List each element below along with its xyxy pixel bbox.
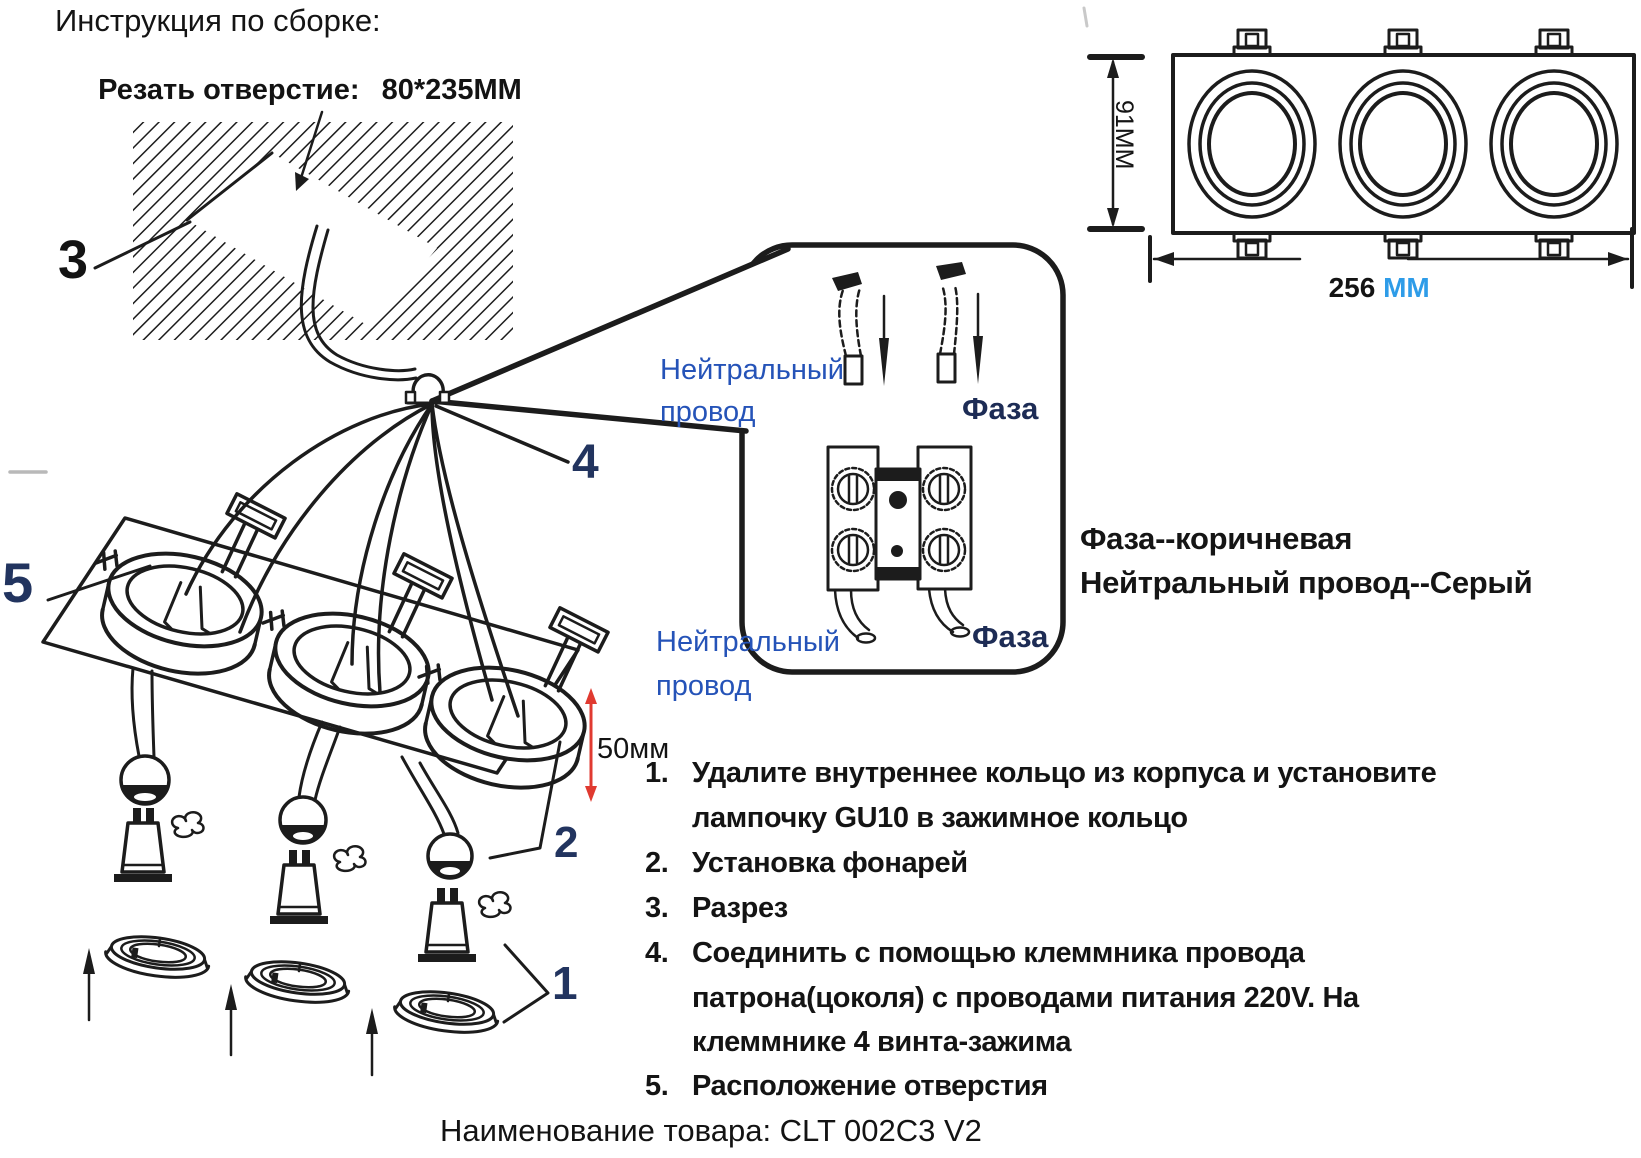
terminal-block — [826, 262, 983, 644]
supply-wire — [299, 224, 418, 382]
stripped-wires — [832, 262, 966, 386]
lamp-wires-fan — [184, 402, 570, 718]
install-up-arrows — [83, 948, 378, 1077]
instruction-step-line: 1. Удалите внутреннее кольцо из корпуса и… — [645, 757, 1437, 790]
legend-phase-brown: Фаза--коричневая — [1080, 521, 1353, 556]
legend-neutral-gray: Нейтральный провод--Серый — [1080, 565, 1533, 600]
instruction-step-text: Соединить с помощью клеммника провода — [692, 937, 1305, 969]
lamp-socket-3 — [426, 832, 474, 880]
instruction-step-line: 3. Разрез — [645, 892, 788, 925]
gu10-bulb-3 — [418, 888, 476, 962]
product-name: Наименование товара: CLT 002C3 V2 — [440, 1113, 982, 1148]
callout-2: 2 — [554, 818, 579, 867]
terminal-screws — [830, 466, 967, 573]
offset-50mm-arrow — [585, 688, 597, 802]
neutral-wire-label-bottom-line2: провод — [656, 670, 752, 702]
cut-hole-size: 80*235ММ — [381, 74, 522, 107]
instruction-step-text: лампочку GU10 в зажимное кольцо — [692, 802, 1188, 834]
ceiling-cutout — [93, 110, 513, 340]
lamp-ring-1 — [94, 492, 287, 676]
phase-label-top: Фаза — [962, 391, 1039, 426]
instruction-step-number: 4. — [645, 937, 669, 969]
cut-hole-note: Резать отверстие: 80*235ММ — [82, 42, 522, 107]
width-dim-label: 256 MM — [1313, 241, 1430, 304]
neutral-wire-label-top-line2: провод — [660, 396, 756, 428]
height-dim-label: 91MM — [1110, 100, 1138, 170]
instruction-step-number: 3. — [645, 892, 669, 924]
callout-4: 4 — [572, 436, 599, 489]
gu10-bulb-2 — [270, 850, 328, 924]
instruction-step-text: Удалите внутреннее кольцо из корпуса и у… — [692, 757, 1437, 789]
width-dim-value: 256 — [1328, 272, 1376, 304]
leader-2 — [488, 740, 562, 860]
instruction-step-text: Установка фонарей — [692, 847, 968, 879]
instruction-step-line: 2. Установка фонарей — [645, 847, 968, 880]
lamp-socket-1 — [119, 754, 171, 806]
insert-arrows — [879, 292, 983, 386]
puff-1 — [170, 811, 205, 839]
gu10-bulb-1 — [114, 808, 172, 882]
phase-label-bottom: Фаза — [972, 619, 1049, 654]
instruction-step-line: 4. Соединить с помощью клеммника провода — [645, 937, 1305, 970]
trim-ring-3 — [393, 990, 500, 1034]
terminal-callout-bubble — [429, 242, 1066, 675]
leader-1 — [502, 943, 550, 1024]
trim-ring-1 — [104, 935, 211, 979]
lamp-ring-3 — [417, 606, 610, 790]
leader-5 — [46, 564, 152, 602]
neutral-wire-label-bottom-line1: Нейтральный — [656, 626, 840, 658]
width-dimension — [1148, 227, 1634, 289]
height-dimension — [1087, 54, 1145, 232]
instruction-step-text: Расположение отверстия — [692, 1070, 1048, 1102]
instruction-step-line: лампочку GU10 в зажимное кольцо — [645, 802, 1188, 835]
instruction-step-line: клеммнике 4 винта-зажима — [645, 1026, 1072, 1059]
lamp-socket-2 — [278, 795, 328, 845]
instruction-step-number: 2. — [645, 847, 669, 879]
page-title: Инструкция по сборке: — [55, 3, 381, 38]
callout-3: 3 — [58, 230, 89, 290]
trim-ring-2 — [244, 960, 351, 1004]
puff-3 — [477, 891, 512, 919]
lamp-ring-2 — [261, 552, 454, 736]
fixture-top-view — [1087, 28, 1636, 289]
offset-50mm-label: 50мм — [597, 733, 670, 765]
puff-2 — [332, 845, 367, 873]
socket-wires — [130, 666, 460, 836]
instruction-step-line: патрона(цоколя) с проводами питания 220V… — [645, 982, 1359, 1015]
instruction-step-number: 1. — [645, 757, 669, 789]
instruction-step-text: клеммнике 4 винта-зажима — [692, 1026, 1072, 1058]
instruction-step-text: патрона(цоколя) с проводами питания 220V… — [692, 982, 1359, 1014]
callout-5: 5 — [2, 551, 34, 614]
instruction-step-line: 5. Расположение отверстия — [645, 1070, 1048, 1103]
instruction-step-number: 5. — [645, 1070, 669, 1102]
width-dim-unit: MM — [1383, 272, 1430, 304]
callout-1: 1 — [552, 957, 578, 1009]
exit-wires — [833, 587, 971, 644]
gray-tick — [1082, 6, 1089, 28]
instruction-step-text: Разрез — [692, 892, 788, 924]
cut-hole-label: Резать отверстие: — [98, 74, 360, 107]
neutral-wire-label-top-line1: Нейтральный — [660, 354, 844, 386]
